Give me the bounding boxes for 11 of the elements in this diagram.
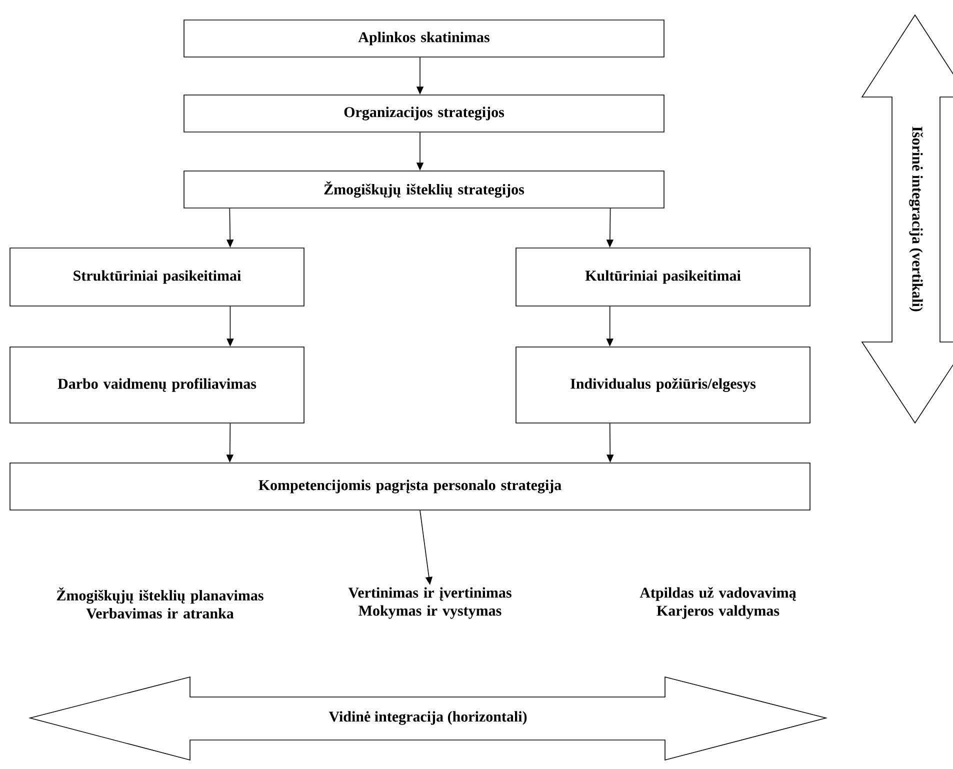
process-box: Aplinkos skatinimas bbox=[184, 20, 664, 58]
process-box: Struktūriniai pasikeitimai bbox=[10, 248, 304, 306]
process-box: Individualus požiūris/elgesys bbox=[516, 346, 810, 424]
activity-text: Vertinimas ir įvertinimas Mokymas ir vystymas bbox=[348, 587, 512, 619]
activity-text: Atpildas už vadovavimą Karjeros valdymas bbox=[640, 587, 796, 619]
activity-text: Žmogiškųjų išteklių planavimas Verbavimas ir atranka bbox=[56, 587, 264, 619]
process-box: Kompetencijomis pagrįsta personalo strategija bbox=[10, 462, 810, 510]
process-box: Organizacijos strategijos bbox=[184, 94, 664, 132]
process-box: Žmogiškųjų išteklių strategijos bbox=[184, 170, 664, 208]
process-box: Kultūriniai pasikeitimai bbox=[516, 248, 810, 306]
process-box: Darbo vaidmenų profiliavimas bbox=[10, 346, 304, 424]
